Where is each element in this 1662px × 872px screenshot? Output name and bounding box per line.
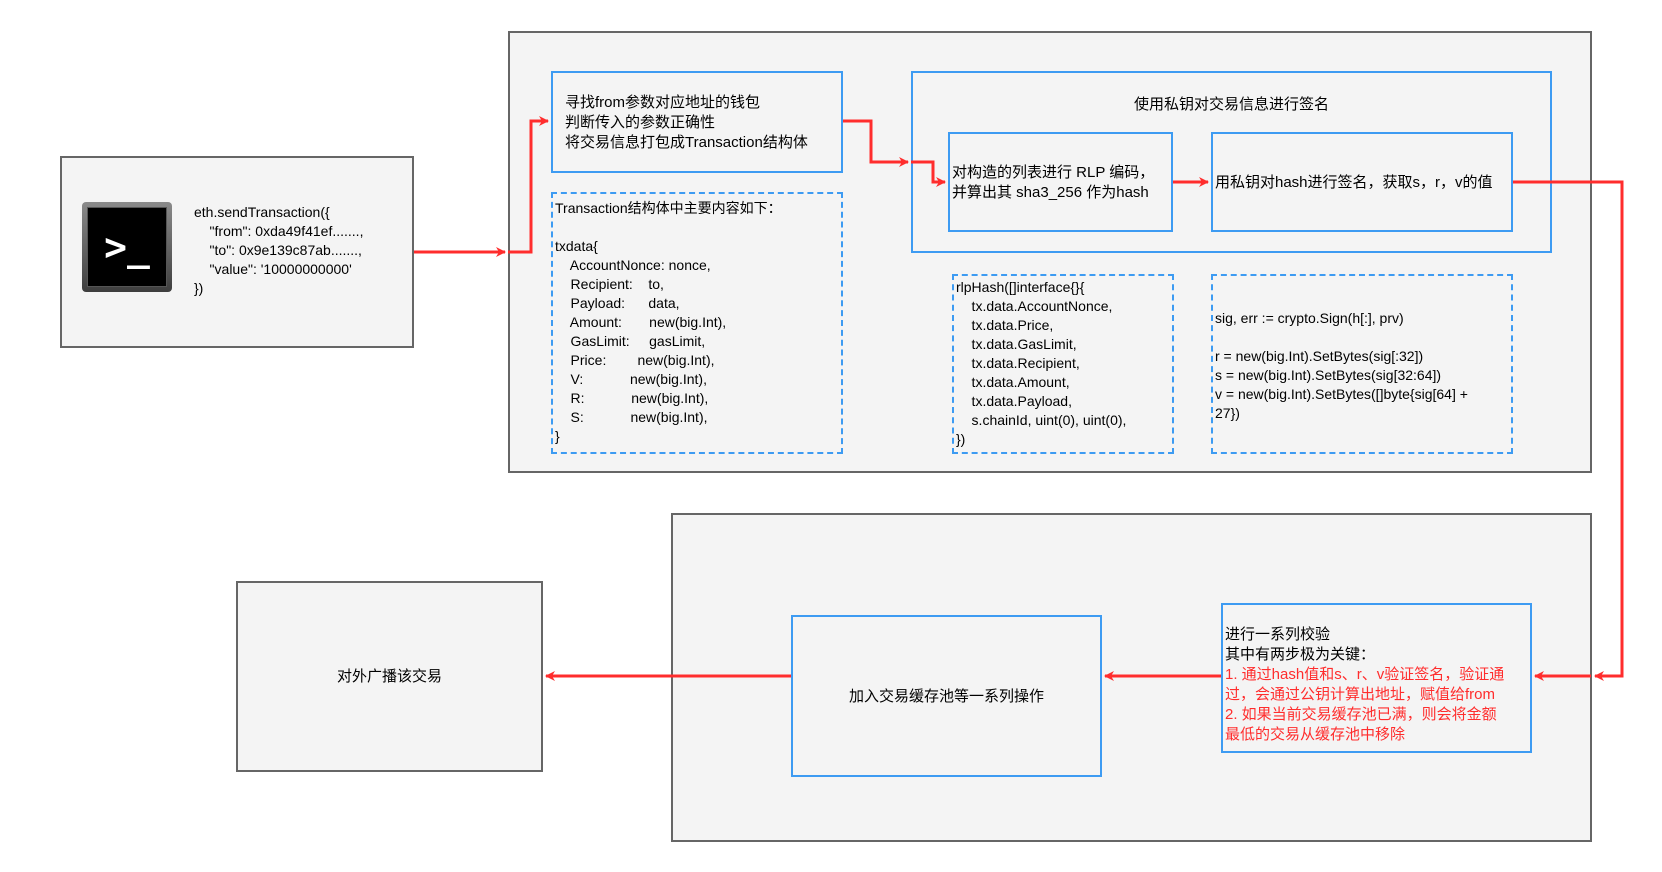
tx-pool-box: 加入交易缓存池等一系列操作 xyxy=(791,615,1102,777)
broadcast-box: 对外广播该交易 xyxy=(236,581,543,772)
send-transaction-code: eth.sendTransaction({ "from": 0xda49f41e… xyxy=(194,204,364,296)
rlp-hash-code-note: rlpHash([]interface{}{ tx.data.AccountNo… xyxy=(952,274,1174,454)
sign-code-text: sig, err := crypto.Sign(h[:], prv) r = n… xyxy=(1215,310,1468,421)
sign-group-title: 使用私钥对交易信息进行签名 xyxy=(1133,96,1329,113)
validation-key-steps: 1. 通过hash值和s、r、v验证签名，验证通 过，会通过公钥计算出地址，赋值… xyxy=(1225,666,1505,743)
transaction-struct-text: Transaction结构体中主要内容如下： txdata{ AccountNo… xyxy=(555,200,782,444)
validation-intro: 进行一系列校验 其中有两步极为关键： xyxy=(1225,626,1376,663)
validation-box: 进行一系列校验 其中有两步极为关键： 1. 通过hash值和s、r、v验证签名，… xyxy=(1221,603,1532,753)
rlp-hash-code-text: rlpHash([]interface{}{ tx.data.AccountNo… xyxy=(956,279,1127,447)
broadcast-text: 对外广播该交易 xyxy=(336,668,442,685)
tx-pool-text: 加入交易缓存池等一系列操作 xyxy=(848,687,1044,705)
transaction-struct-note: Transaction结构体中主要内容如下： txdata{ AccountNo… xyxy=(551,192,843,454)
terminal-icon: >_ xyxy=(82,202,172,292)
terminal-prompt-glyph: >_ xyxy=(87,207,167,287)
sign-hash-box: 用私钥对hash进行签名，获取s，r，v的值 xyxy=(1211,132,1513,232)
client-box: >_ eth.sendTransaction({ "from": 0xda49f… xyxy=(60,156,414,348)
sign-hash-text: 用私钥对hash进行签名，获取s，r，v的值 xyxy=(1215,174,1493,191)
sign-code-note: sig, err := crypto.Sign(h[:], prv) r = n… xyxy=(1211,274,1513,454)
wallet-lookup-text: 寻找from参数对应地址的钱包 判断传入的参数正确性 将交易信息打包成Trans… xyxy=(565,94,808,151)
wallet-lookup-box: 寻找from参数对应地址的钱包 判断传入的参数正确性 将交易信息打包成Trans… xyxy=(551,71,843,173)
rlp-hash-box: 对构造的列表进行 RLP 编码， 并算出其 sha3_256 作为hash xyxy=(948,132,1173,232)
rlp-hash-text: 对构造的列表进行 RLP 编码， 并算出其 sha3_256 作为hash xyxy=(952,164,1155,201)
